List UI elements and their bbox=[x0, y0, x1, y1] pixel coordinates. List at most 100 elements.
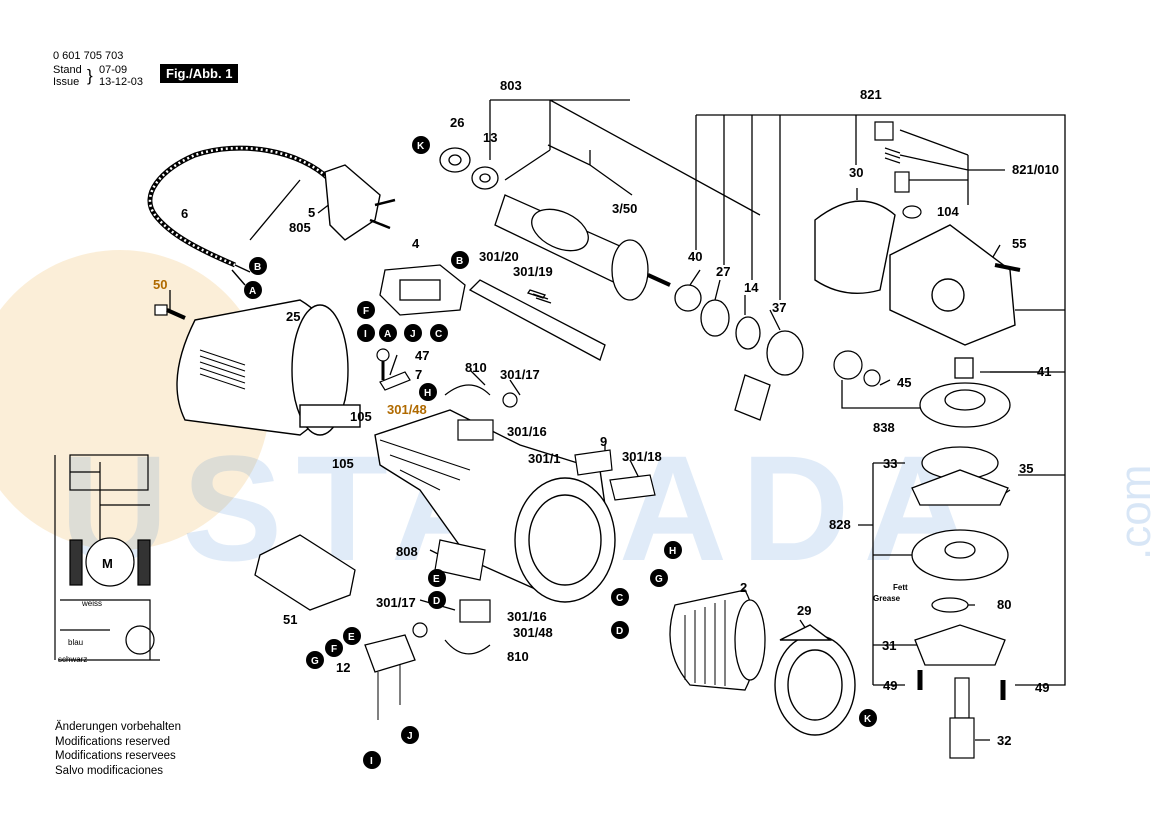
labels-9-808 bbox=[434, 449, 656, 581]
label-27: 27 bbox=[716, 264, 730, 279]
label-12: 12 bbox=[336, 660, 350, 675]
issue-label: Issue bbox=[53, 76, 80, 88]
label-9: 9 bbox=[600, 434, 607, 449]
label-301-20: 301/20 bbox=[479, 249, 519, 264]
svg-text:J: J bbox=[410, 329, 416, 340]
marker-j-switch: J bbox=[404, 324, 422, 342]
wiring-schematic: M weiss blau schwarz bbox=[54, 454, 160, 664]
part-301-17-lower bbox=[412, 622, 428, 638]
label-105 bbox=[299, 404, 361, 428]
label-30: 30 bbox=[849, 165, 863, 180]
spindle-parts bbox=[917, 670, 1006, 759]
label-301-16-lower: 301/16 bbox=[507, 609, 547, 624]
ring-37 bbox=[766, 330, 804, 376]
washer-80 bbox=[931, 597, 969, 613]
capacitor-leads bbox=[377, 665, 401, 720]
plug-symbol bbox=[125, 625, 155, 655]
label-33: 33 bbox=[883, 456, 897, 471]
plate-31 bbox=[914, 624, 1006, 666]
label-105-b: 105 bbox=[332, 456, 354, 471]
marker-c-switch: C bbox=[430, 324, 448, 342]
spindle-thread bbox=[949, 717, 975, 759]
svg-text:A: A bbox=[249, 286, 256, 297]
label-4: 4 bbox=[412, 236, 420, 251]
marker-i-switch: I bbox=[357, 324, 375, 342]
capacitor-12 bbox=[364, 634, 416, 720]
label-41: 41 bbox=[1037, 364, 1051, 379]
label-828: 828 bbox=[829, 517, 851, 532]
gear-head-bore bbox=[931, 278, 965, 312]
bearing-26-bore bbox=[448, 154, 462, 166]
armature-shaft bbox=[647, 273, 671, 287]
flange-bore bbox=[944, 541, 976, 559]
bracket-803 bbox=[489, 99, 761, 216]
suppression-parts-lower bbox=[412, 599, 491, 655]
spring bbox=[884, 147, 901, 164]
marker-j-12: J bbox=[401, 726, 419, 744]
label-805: 805 bbox=[289, 220, 311, 235]
guard-tab bbox=[779, 624, 833, 641]
svg-text:D: D bbox=[433, 596, 440, 607]
part-301-16-lower bbox=[459, 599, 491, 623]
field-end bbox=[734, 599, 766, 681]
label-301-17-upper: 301/17 bbox=[500, 367, 540, 382]
part-301-17-upper bbox=[502, 392, 518, 408]
bracket-828 bbox=[858, 462, 925, 686]
label-808 bbox=[434, 539, 486, 581]
watermark-suffix: .com bbox=[1111, 465, 1160, 560]
note-es: Salvo modificaciones bbox=[55, 764, 164, 777]
armature-803 bbox=[494, 194, 671, 301]
svg-text:D: D bbox=[616, 626, 623, 637]
guard-body bbox=[814, 200, 896, 295]
suppression-parts-upper bbox=[444, 384, 518, 441]
part-810-upper bbox=[444, 384, 491, 396]
field-windings bbox=[684, 600, 726, 686]
guard-29 bbox=[774, 624, 856, 736]
label-3-50: 3/50 bbox=[612, 201, 637, 216]
commutator bbox=[531, 208, 589, 252]
nut-41 bbox=[954, 357, 974, 379]
label-31: 31 bbox=[882, 638, 896, 653]
marker-k-lower: K bbox=[859, 709, 877, 727]
label-25: 25 bbox=[286, 309, 300, 324]
schematic-wires bbox=[54, 455, 160, 661]
label-13: 13 bbox=[483, 130, 497, 145]
svg-text:E: E bbox=[433, 574, 440, 585]
part-51 bbox=[254, 534, 356, 611]
svg-text:C: C bbox=[616, 593, 623, 604]
stand-value: 07-09 bbox=[99, 64, 128, 76]
gear-bearing-set bbox=[674, 284, 804, 421]
wire-label-weiss: weiss bbox=[81, 599, 102, 608]
label-301-17-lower: 301/17 bbox=[376, 595, 416, 610]
note-de: Änderungen vorbehalten bbox=[55, 721, 181, 733]
part-301-16-upper bbox=[457, 419, 494, 441]
rod bbox=[468, 279, 606, 361]
block-51 bbox=[254, 534, 356, 611]
modification-notes: Änderungen vorbehalten Modifications res… bbox=[55, 720, 181, 778]
screw-55 bbox=[994, 263, 1021, 272]
part-27 bbox=[700, 299, 730, 337]
gasket-35 bbox=[911, 469, 1009, 506]
label-301-19: 301/19 bbox=[513, 264, 553, 279]
label-104: 104 bbox=[937, 204, 959, 219]
label-105-a: 105 bbox=[350, 409, 372, 424]
label-9 bbox=[574, 449, 613, 476]
svg-text:G: G bbox=[655, 574, 663, 585]
housing-vents bbox=[199, 349, 246, 390]
bracket-821-010 bbox=[899, 129, 1005, 205]
parts-821-010 bbox=[874, 121, 922, 219]
label-301-48-lower: 301/48 bbox=[513, 625, 553, 640]
marker-f-51: F bbox=[325, 639, 343, 657]
figure-badge: Fig./Abb. 1 bbox=[160, 64, 239, 83]
wire-label-schwarz: schwarz bbox=[58, 655, 87, 664]
marker-h-field: H bbox=[664, 541, 682, 559]
field-right bbox=[137, 539, 151, 586]
svg-text:C: C bbox=[435, 329, 442, 340]
washer-104 bbox=[902, 205, 922, 219]
label-301-18: 301/18 bbox=[622, 449, 662, 464]
marker-h-upper: H bbox=[419, 383, 437, 401]
connector-markers: K B A B F I A J C H E D E F G J I H G C … bbox=[244, 136, 877, 769]
marker-e-mid: E bbox=[428, 569, 446, 587]
label-26: 26 bbox=[450, 115, 464, 130]
label-301-16-upper: 301/16 bbox=[507, 424, 547, 439]
